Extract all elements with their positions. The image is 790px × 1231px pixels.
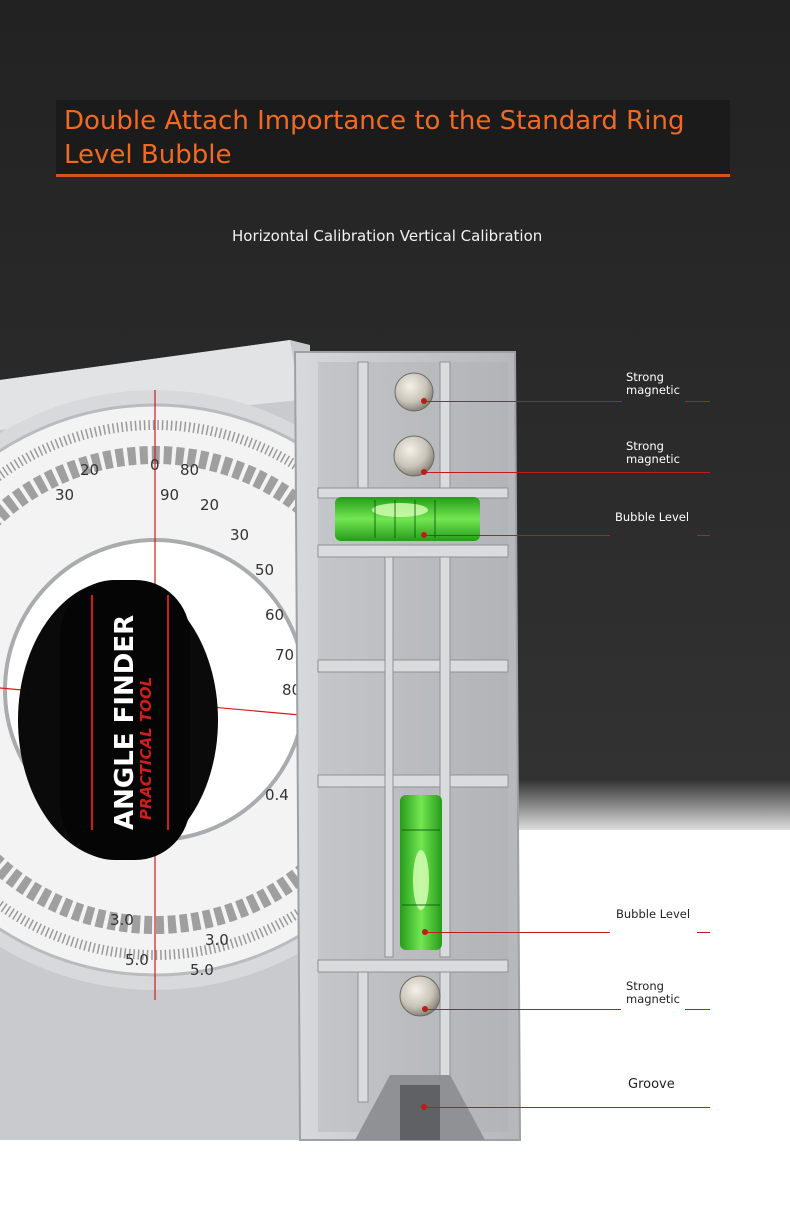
vertical-bubble-vial xyxy=(400,795,442,950)
callout-leader-1 xyxy=(424,401,622,402)
callout-label-bubble-level-2: Bubble Level xyxy=(616,907,691,921)
callout-leader-4 xyxy=(425,932,610,933)
svg-text:50: 50 xyxy=(255,561,274,579)
page-subtitle: Horizontal Calibration Vertical Calibrat… xyxy=(232,227,543,245)
callout-label-strong-magnetic-2: Strong magnetic xyxy=(626,439,680,466)
callout-label-strong-magnetic-3: Strong magnetic xyxy=(626,979,680,1006)
svg-text:3.0: 3.0 xyxy=(205,931,229,949)
callout-label-groove: Groove xyxy=(628,1077,675,1092)
callout-leader-6 xyxy=(424,1107,710,1108)
magnet-1 xyxy=(394,372,434,412)
svg-text:0: 0 xyxy=(150,456,160,474)
magnet-2 xyxy=(393,435,435,477)
callout-leader-3 xyxy=(424,535,610,536)
callout-leader-3b xyxy=(697,535,710,536)
brand-line-2: PRACTICAL TOOL xyxy=(137,677,155,820)
svg-text:0.4: 0.4 xyxy=(265,786,289,804)
svg-text:30: 30 xyxy=(55,486,74,504)
callout-leader-1b xyxy=(685,401,710,402)
svg-text:80: 80 xyxy=(180,461,199,479)
callout-label-strong-magnetic-1: Strong magnetic xyxy=(626,370,680,397)
svg-text:60: 60 xyxy=(265,606,284,624)
magnet-3 xyxy=(399,975,441,1017)
svg-text:70: 70 xyxy=(275,646,294,664)
callout-leader-5 xyxy=(425,1009,621,1010)
svg-text:20: 20 xyxy=(80,461,99,479)
horizontal-bubble-vial xyxy=(335,497,480,541)
callout-leader-2 xyxy=(424,472,710,473)
page-title: Double Attach Importance to the Standard… xyxy=(64,106,685,170)
callout-leader-5b xyxy=(685,1009,710,1010)
brand-line-1: ANGLE FINDER xyxy=(110,615,140,830)
svg-text:20: 20 xyxy=(200,496,219,514)
svg-text:5.0: 5.0 xyxy=(125,951,149,969)
callout-leader-4b xyxy=(697,932,710,933)
svg-text:5.0: 5.0 xyxy=(190,961,214,979)
svg-text:30: 30 xyxy=(230,526,249,544)
title-banner xyxy=(56,100,730,177)
side-rail xyxy=(293,351,522,1141)
svg-text:90: 90 xyxy=(160,486,179,504)
svg-text:3.0: 3.0 xyxy=(110,911,134,929)
callout-label-bubble-level-1: Bubble Level xyxy=(615,510,690,524)
